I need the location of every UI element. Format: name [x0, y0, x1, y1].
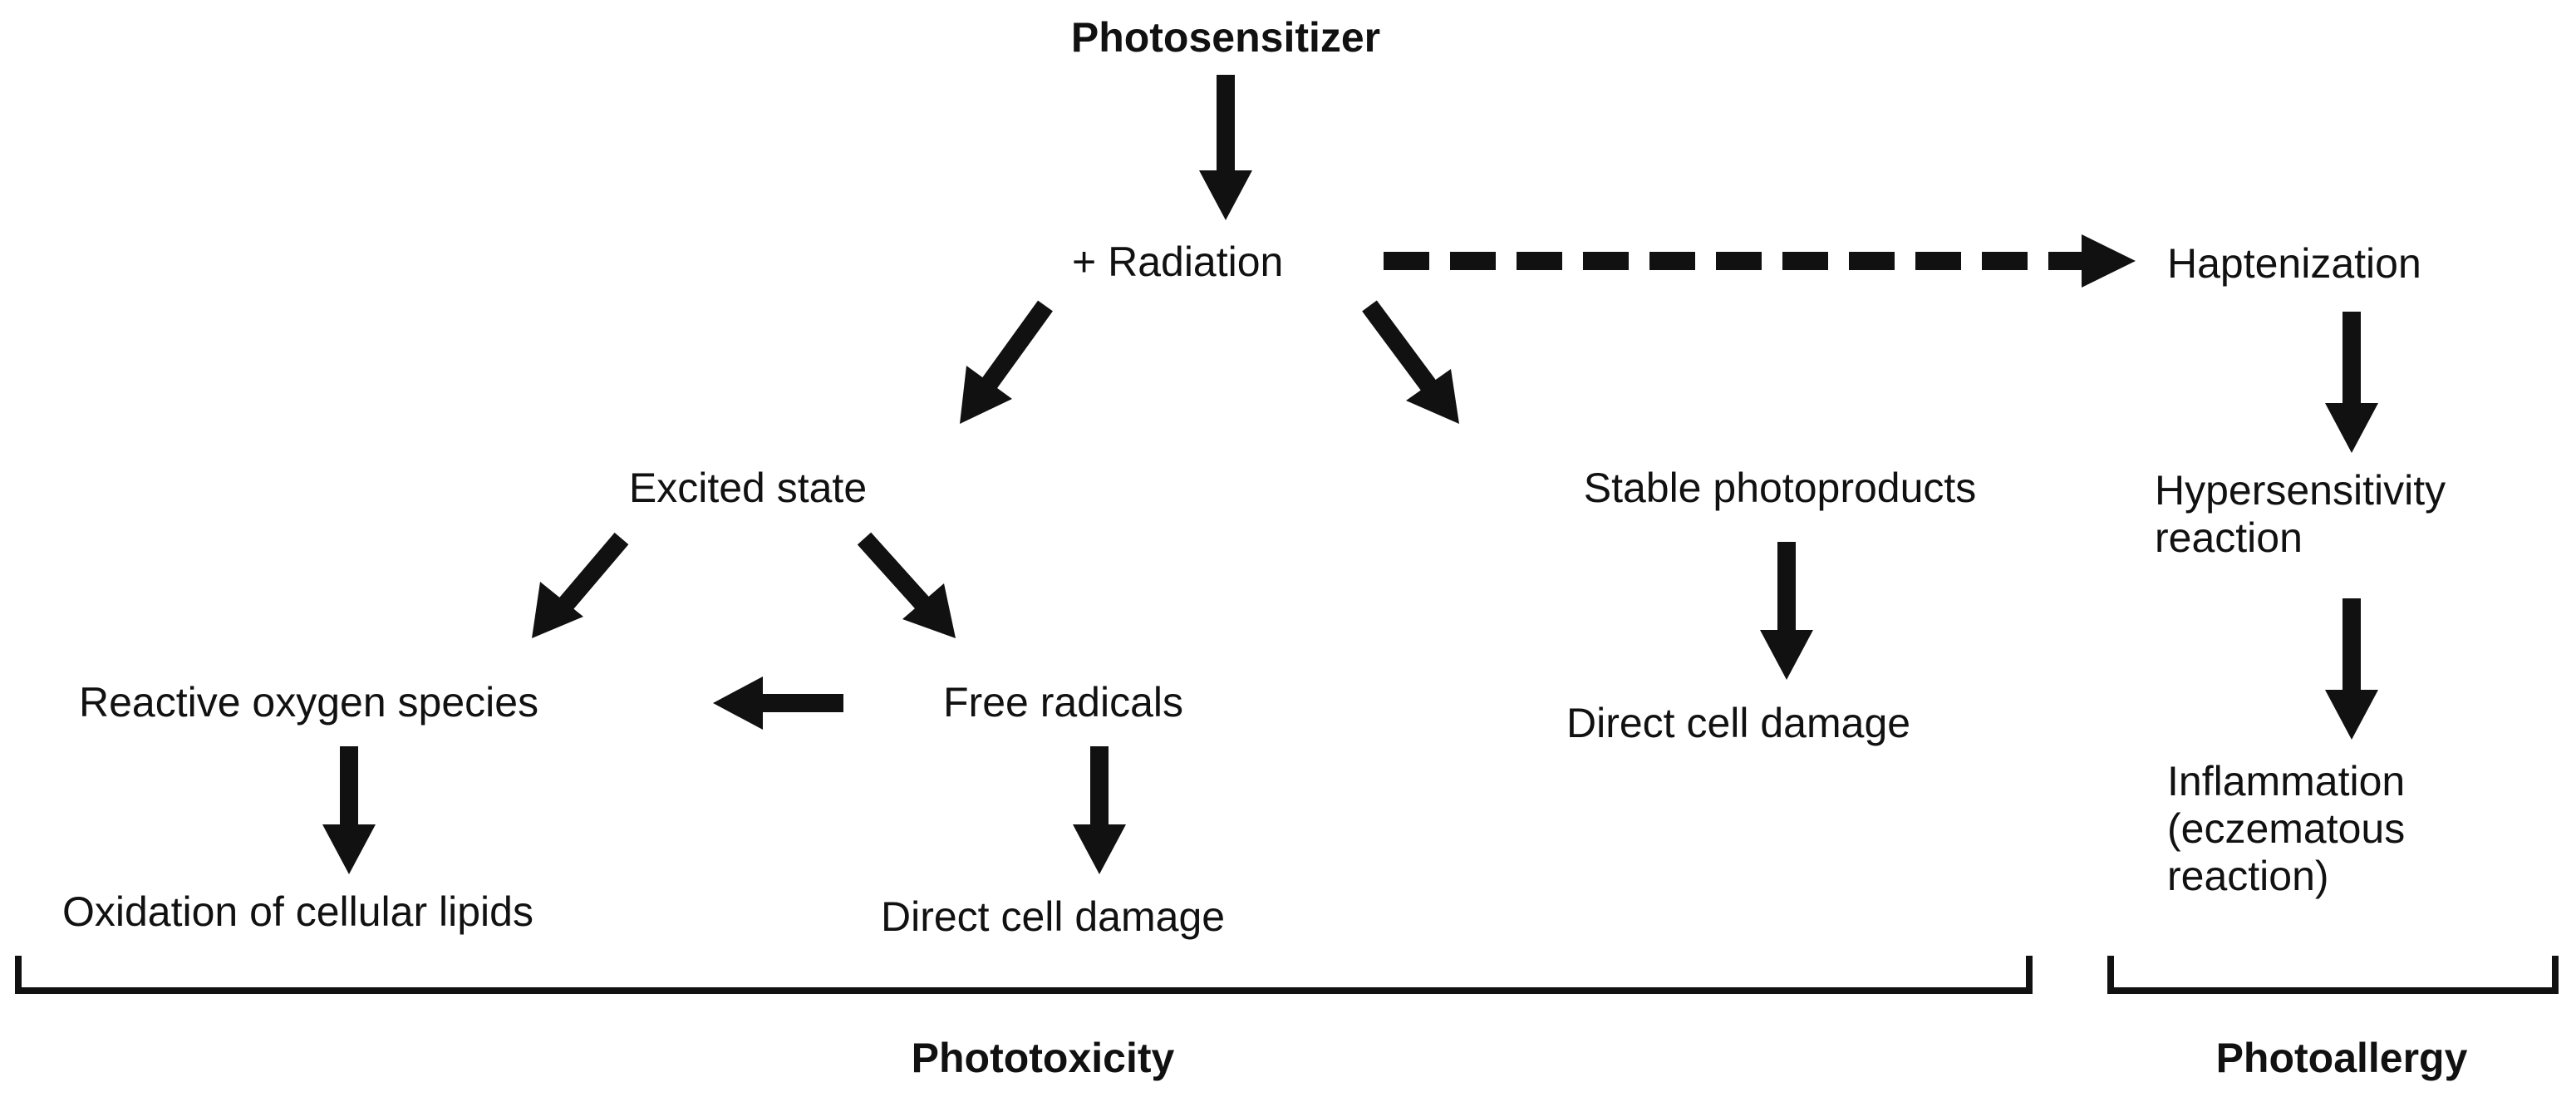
arrow-radiation-to-haptenization-dashed	[1384, 234, 2136, 288]
node-inflammation: Inflammation (eczematous reaction)	[2167, 758, 2405, 900]
arrow-ros-to-oxidation	[322, 746, 376, 874]
node-free-radicals: Free radicals	[943, 679, 1183, 726]
hypersensitivity-line-1: Hypersensitivity	[2155, 467, 2446, 514]
node-reactive-oxygen-species: Reactive oxygen species	[79, 679, 539, 726]
arrow-hypersensitivity-to-inflammation	[2325, 598, 2378, 740]
arrow-photosensitizer-to-radiation	[1199, 75, 1252, 220]
node-direct-cell-damage-left: Direct cell damage	[881, 893, 1226, 940]
node-haptenization: Haptenization	[2167, 240, 2421, 287]
arrow-radiation-to-stable-photoproducts	[1362, 300, 1459, 424]
arrow-radiation-to-excited-state	[960, 300, 1053, 424]
arrow-free-radicals-to-ros	[713, 676, 843, 730]
arrow-free-radicals-to-direct-cell-damage	[1073, 746, 1126, 874]
arrow-excited-state-to-ros	[532, 532, 629, 638]
group-label-photoallergy: Photoallergy	[2215, 1035, 2468, 1081]
phototoxicity-bracket	[15, 956, 2033, 994]
inflammation-line-1: Inflammation	[2167, 758, 2406, 804]
node-photosensitizer: Photosensitizer	[1070, 14, 1381, 61]
inflammation-line-3: reaction)	[2167, 853, 2329, 899]
node-stable-photoproducts: Stable photoproducts	[1583, 465, 1977, 511]
arrow-excited-state-to-free-radicals	[857, 532, 956, 638]
inflammation-line-2: (eczematous	[2167, 805, 2406, 852]
arrow-stable-photoproducts-to-direct-cell-damage	[1760, 542, 1813, 680]
node-radiation: + Radiation	[1072, 239, 1284, 285]
group-label-phototoxicity: Phototoxicity	[911, 1035, 1175, 1081]
node-direct-cell-damage-right: Direct cell damage	[1566, 700, 1911, 746]
node-hypersensitivity-reaction: Hypersensitivity reaction	[2155, 467, 2446, 562]
photoallergy-bracket	[2107, 956, 2559, 994]
arrow-haptenization-to-hypersensitivity	[2325, 312, 2378, 453]
node-excited-state: Excited state	[628, 465, 868, 511]
hypersensitivity-line-2: reaction	[2155, 514, 2303, 561]
node-oxidation-of-cellular-lipids: Oxidation of cellular lipids	[62, 888, 533, 935]
